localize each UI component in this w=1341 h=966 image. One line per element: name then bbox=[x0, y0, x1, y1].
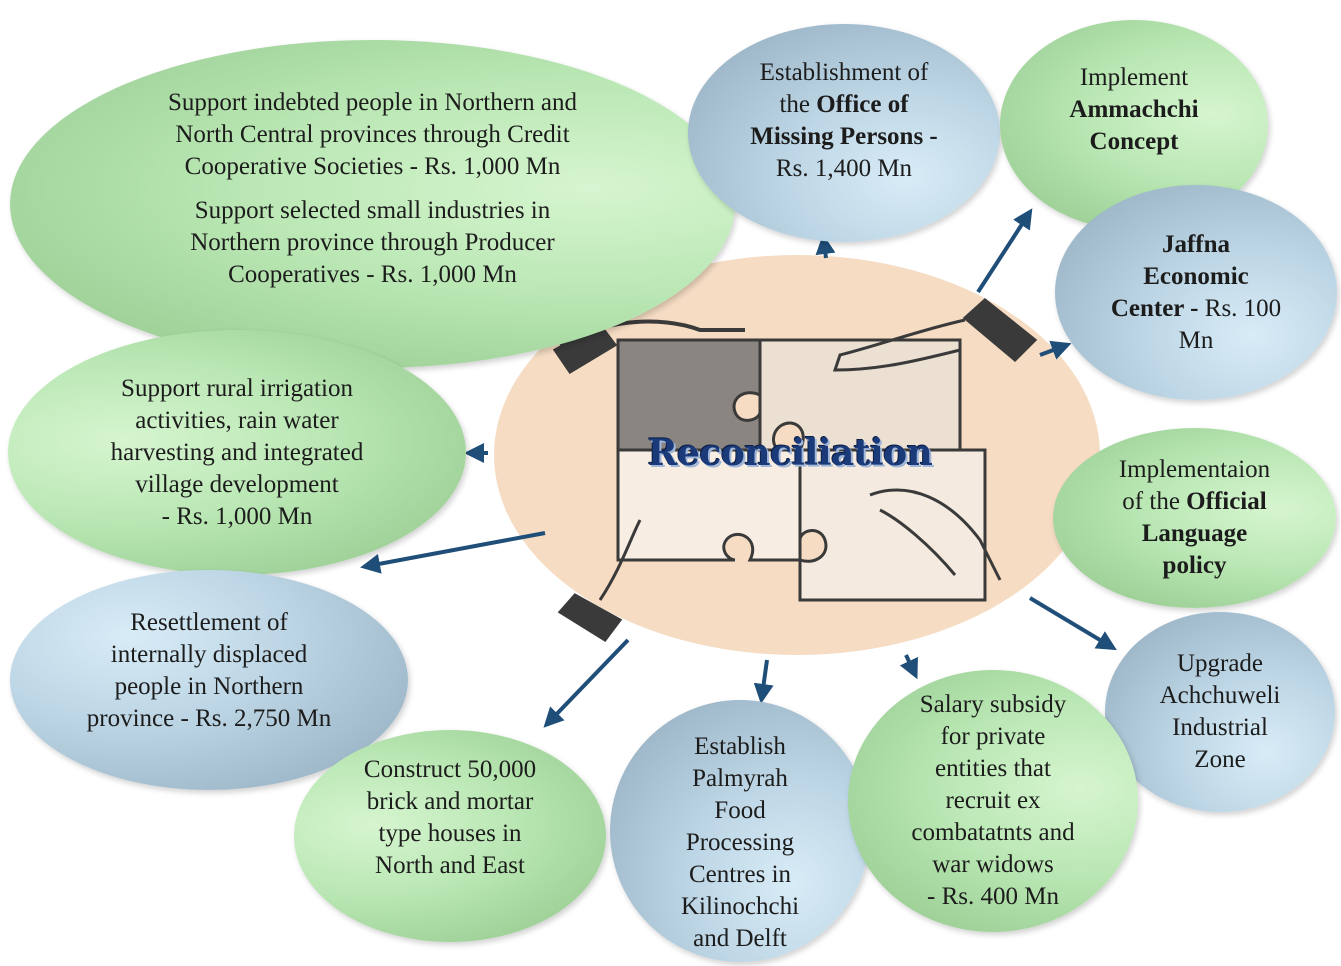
missing-persons-line-2-bold: Office of bbox=[816, 91, 909, 118]
node-achchuweli-industrial-zone: Upgrade Achchuweli Industrial Zone bbox=[1105, 612, 1335, 812]
node-salary-subsidy: Salary subsidy for private entities that… bbox=[848, 670, 1138, 932]
achchuweli-line-1: Upgrade bbox=[1176, 650, 1264, 677]
node-construct-houses: Construct 50,000 brick and mortar type h… bbox=[294, 730, 606, 942]
credit-coop-line-1: Support indebted people in Northern and bbox=[168, 89, 577, 116]
arrows bbox=[360, 208, 1117, 728]
irrigation-line-1: Support rural irrigation bbox=[121, 374, 353, 402]
node-official-language-policy: Implementaion of the Official Language p… bbox=[1053, 428, 1336, 608]
missing-persons-line-3: Missing Persons - bbox=[750, 123, 938, 150]
palmyrah-line-2: Palmyrah bbox=[692, 765, 788, 792]
salary-line-5: combatatnts and bbox=[911, 819, 1075, 846]
arrow-ammachchi bbox=[976, 208, 1033, 294]
arrow-salary bbox=[899, 654, 918, 680]
arrow-missing-persons bbox=[815, 234, 836, 259]
houses-line-4: North and East bbox=[375, 852, 525, 879]
palmyrah-line-3: Food bbox=[714, 797, 766, 824]
official-language-line-3: Language bbox=[1141, 520, 1248, 547]
palmyrah-line-7: and Delft bbox=[693, 925, 787, 952]
irrigation-line-5: - Rs. 1,000 Mn bbox=[161, 502, 313, 530]
official-language-line-2-bold: Official bbox=[1186, 488, 1267, 515]
achchuweli-line-4: Zone bbox=[1194, 746, 1246, 773]
node-jaffna-economic-center: Jaffna Economic Center - Rs. 100 Mn bbox=[1055, 185, 1337, 400]
missing-persons-line-4: Rs. 1,400 Mn bbox=[775, 155, 913, 182]
arrow-jaffna bbox=[1039, 340, 1072, 360]
achchuweli-line-2: Achchuweli bbox=[1159, 682, 1281, 709]
node-rural-irrigation: Support rural irrigation activities, rai… bbox=[8, 330, 466, 575]
credit-coop-line-3: Cooperative Societies - Rs. 1,000 Mn bbox=[184, 153, 561, 180]
salary-line-6: war widows bbox=[932, 851, 1054, 878]
missing-persons-line-2-pre: the bbox=[779, 91, 817, 118]
palmyrah-line-4: Processing bbox=[685, 829, 795, 856]
official-language-line-4: policy bbox=[1162, 552, 1227, 579]
credit-coop-line-4: Support selected small industries in bbox=[194, 197, 551, 224]
irrigation-line-3: harvesting and integrated bbox=[110, 438, 364, 466]
arrow-resettlement bbox=[360, 531, 546, 574]
node-credit-cooperatives: Support indebted people in Northern and … bbox=[10, 40, 735, 368]
node-office-missing-persons: Establishment of the Office of Missing P… bbox=[688, 24, 1000, 242]
resettlement-line-1: Resettlement of bbox=[130, 609, 288, 636]
jaffna-line-2: Economic bbox=[1143, 262, 1249, 290]
missing-persons-line-1: Establishment of bbox=[759, 59, 929, 86]
ammachchi-line-2: Ammachchi bbox=[1069, 96, 1199, 123]
salary-line-2: for private bbox=[940, 723, 1046, 750]
resettlement-line-3: people in Northern bbox=[114, 673, 304, 700]
ammachchi-line-3: Concept bbox=[1089, 128, 1179, 155]
arrow-houses bbox=[543, 638, 630, 728]
palmyrah-line-6: Kilinochchi bbox=[680, 893, 800, 920]
achchuweli-line-3: Industrial bbox=[1172, 714, 1268, 741]
credit-coop-line-6: Cooperatives - Rs. 1,000 Mn bbox=[228, 261, 517, 288]
irrigation-line-4: village development bbox=[135, 470, 339, 498]
irrigation-line-2: activities, rain water bbox=[135, 406, 339, 434]
houses-line-2: brick and mortar bbox=[366, 788, 534, 815]
palmyrah-line-5: Centres in bbox=[688, 861, 792, 888]
credit-coop-line-2: North Central provinces through Credit bbox=[175, 121, 570, 148]
arrow-palmyrah bbox=[753, 659, 774, 704]
palmyrah-line-1: Establish bbox=[694, 733, 786, 760]
houses-line-1: Construct 50,000 bbox=[363, 756, 537, 783]
salary-line-3: entities that bbox=[935, 755, 1051, 782]
official-language-line-2-pre: of the bbox=[1122, 488, 1187, 515]
jaffna-line-3-rest: Rs. 100 bbox=[1198, 294, 1282, 322]
houses-line-3: type houses in bbox=[378, 820, 522, 847]
node-resettlement: Resettlement of internally displaced peo… bbox=[10, 570, 408, 790]
salary-line-4: recruit ex bbox=[945, 787, 1041, 814]
resettlement-line-4: province - Rs. 2,750 Mn bbox=[86, 705, 332, 732]
salary-line-1: Salary subsidy bbox=[919, 691, 1067, 718]
ammachchi-line-1: Implement bbox=[1079, 64, 1189, 91]
jaffna-line-1: Jaffna bbox=[1161, 230, 1231, 258]
resettlement-line-2: internally displaced bbox=[110, 641, 308, 668]
official-language-line-1: Implementaion bbox=[1118, 456, 1271, 483]
arrow-achchuweli bbox=[1028, 596, 1117, 651]
node-palmyrah-food-processing: Establish Palmyrah Food Processing Centr… bbox=[610, 700, 870, 962]
credit-coop-line-5: Northern province through Producer bbox=[190, 229, 555, 256]
jaffna-line-4: Mn bbox=[1178, 326, 1214, 354]
salary-line-7: - Rs. 400 Mn bbox=[927, 883, 1059, 910]
jaffna-line-3-bold: Center - bbox=[1110, 294, 1199, 322]
node-ammachchi-concept: Implement Ammachchi Concept bbox=[1000, 20, 1268, 230]
center-title: Reconciliation bbox=[647, 432, 933, 474]
